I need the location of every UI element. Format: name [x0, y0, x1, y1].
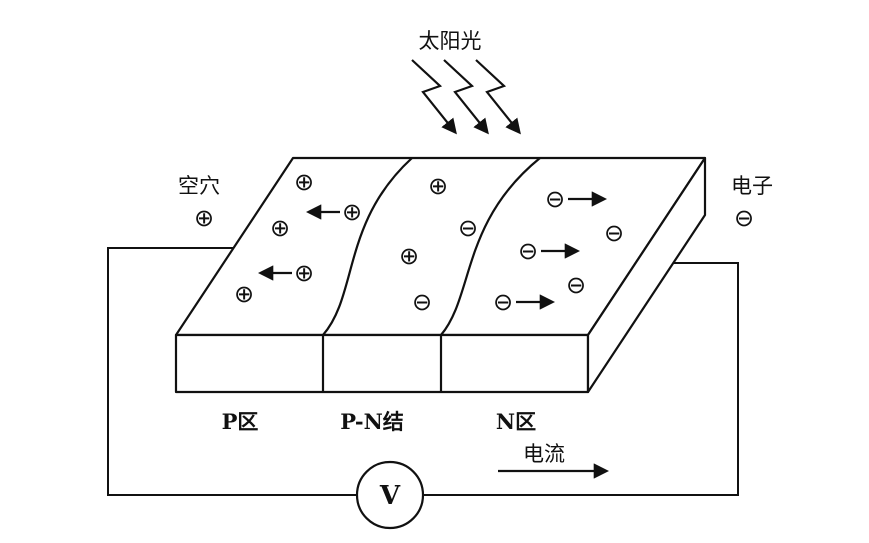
- voltmeter: V: [355, 460, 425, 530]
- external-circuit: [107, 247, 739, 496]
- hole-legend-symbol: ⊕: [194, 204, 214, 232]
- electron-legend-symbol: ⊖: [734, 204, 754, 232]
- pn-junction-label: P-N结: [340, 409, 404, 434]
- hole-charge: ⊕: [270, 214, 290, 242]
- hole-charge: ⊕: [342, 198, 362, 226]
- charge-carriers: ⊕ ⊕ ⊕ ⊕ ⊕ ⊕ ⊖ ⊕ ⊖ ⊖ ⊖ ⊖ ⊖ ⊖: [234, 168, 624, 316]
- sun-ray-3: [475, 59, 521, 135]
- electron-charge: ⊖: [493, 288, 513, 316]
- sunlight-rays: [411, 59, 521, 135]
- n-region-label: N区: [496, 409, 536, 434]
- electron-charge: ⊖: [412, 288, 432, 316]
- electron-charge: ⊖: [604, 219, 624, 247]
- slab-side-face: [586, 156, 707, 394]
- electron-charge: ⊖: [458, 214, 478, 242]
- electron-charge: ⊖: [566, 271, 586, 299]
- electron-legend-label: 电子: [731, 174, 773, 198]
- sun-ray-1: [411, 59, 457, 135]
- hole-charge: ⊕: [294, 259, 314, 287]
- hole-charge: ⊕: [399, 242, 419, 270]
- voltmeter-label: V: [379, 481, 401, 511]
- hole-charge: ⊕: [428, 172, 448, 200]
- current-label: 电流: [523, 442, 565, 466]
- p-region-label: P区: [222, 409, 259, 434]
- electron-charge: ⊖: [518, 237, 538, 265]
- hole-legend-label: 空穴: [178, 174, 220, 198]
- wire-left: [107, 247, 357, 496]
- junction-boundary-left: [322, 157, 413, 336]
- electron-charge: ⊖: [545, 185, 565, 213]
- hole-charge: ⊕: [234, 280, 254, 308]
- voltmeter-circle: [355, 460, 425, 530]
- slab-front-face: [174, 333, 590, 394]
- wire-right: [423, 262, 739, 496]
- carrier-motion-arrows: [257, 191, 608, 310]
- junction-boundary-right: [440, 157, 541, 336]
- hole-charge: ⊕: [294, 168, 314, 196]
- sunlight-label: 太阳光: [419, 29, 482, 53]
- solar-cell-slab: [174, 156, 707, 394]
- sun-ray-2: [443, 59, 489, 135]
